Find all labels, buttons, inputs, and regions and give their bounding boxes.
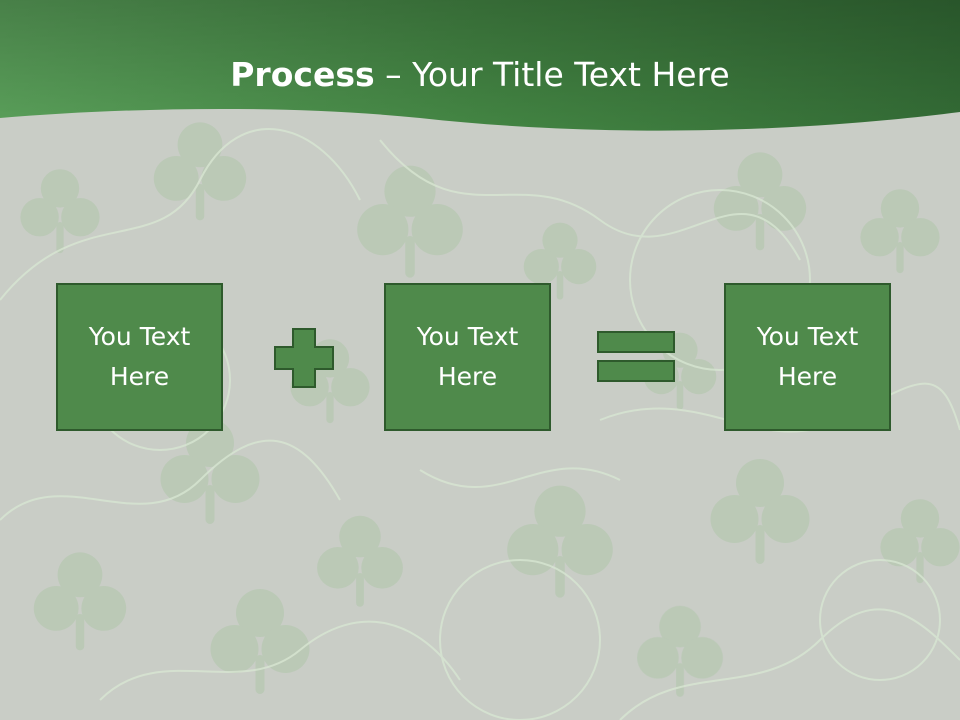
process-box-1-text: You Text Here	[88, 322, 191, 391]
process-box-1[interactable]: You Text Here	[56, 283, 223, 431]
title-rest-text: – Your Title Text Here	[374, 55, 730, 94]
title-banner	[0, 0, 960, 131]
process-box-2-text: You Text Here	[416, 322, 519, 391]
title-bold-word: Process	[230, 55, 375, 94]
process-box-3[interactable]: You Text Here	[724, 283, 891, 431]
equals-icon	[597, 331, 675, 382]
process-box-3-text: You Text Here	[756, 322, 859, 391]
plus-icon	[274, 328, 334, 388]
process-box-2[interactable]: You Text Here	[384, 283, 551, 431]
slide-title[interactable]: Process – Your Title Text Here	[0, 54, 960, 96]
